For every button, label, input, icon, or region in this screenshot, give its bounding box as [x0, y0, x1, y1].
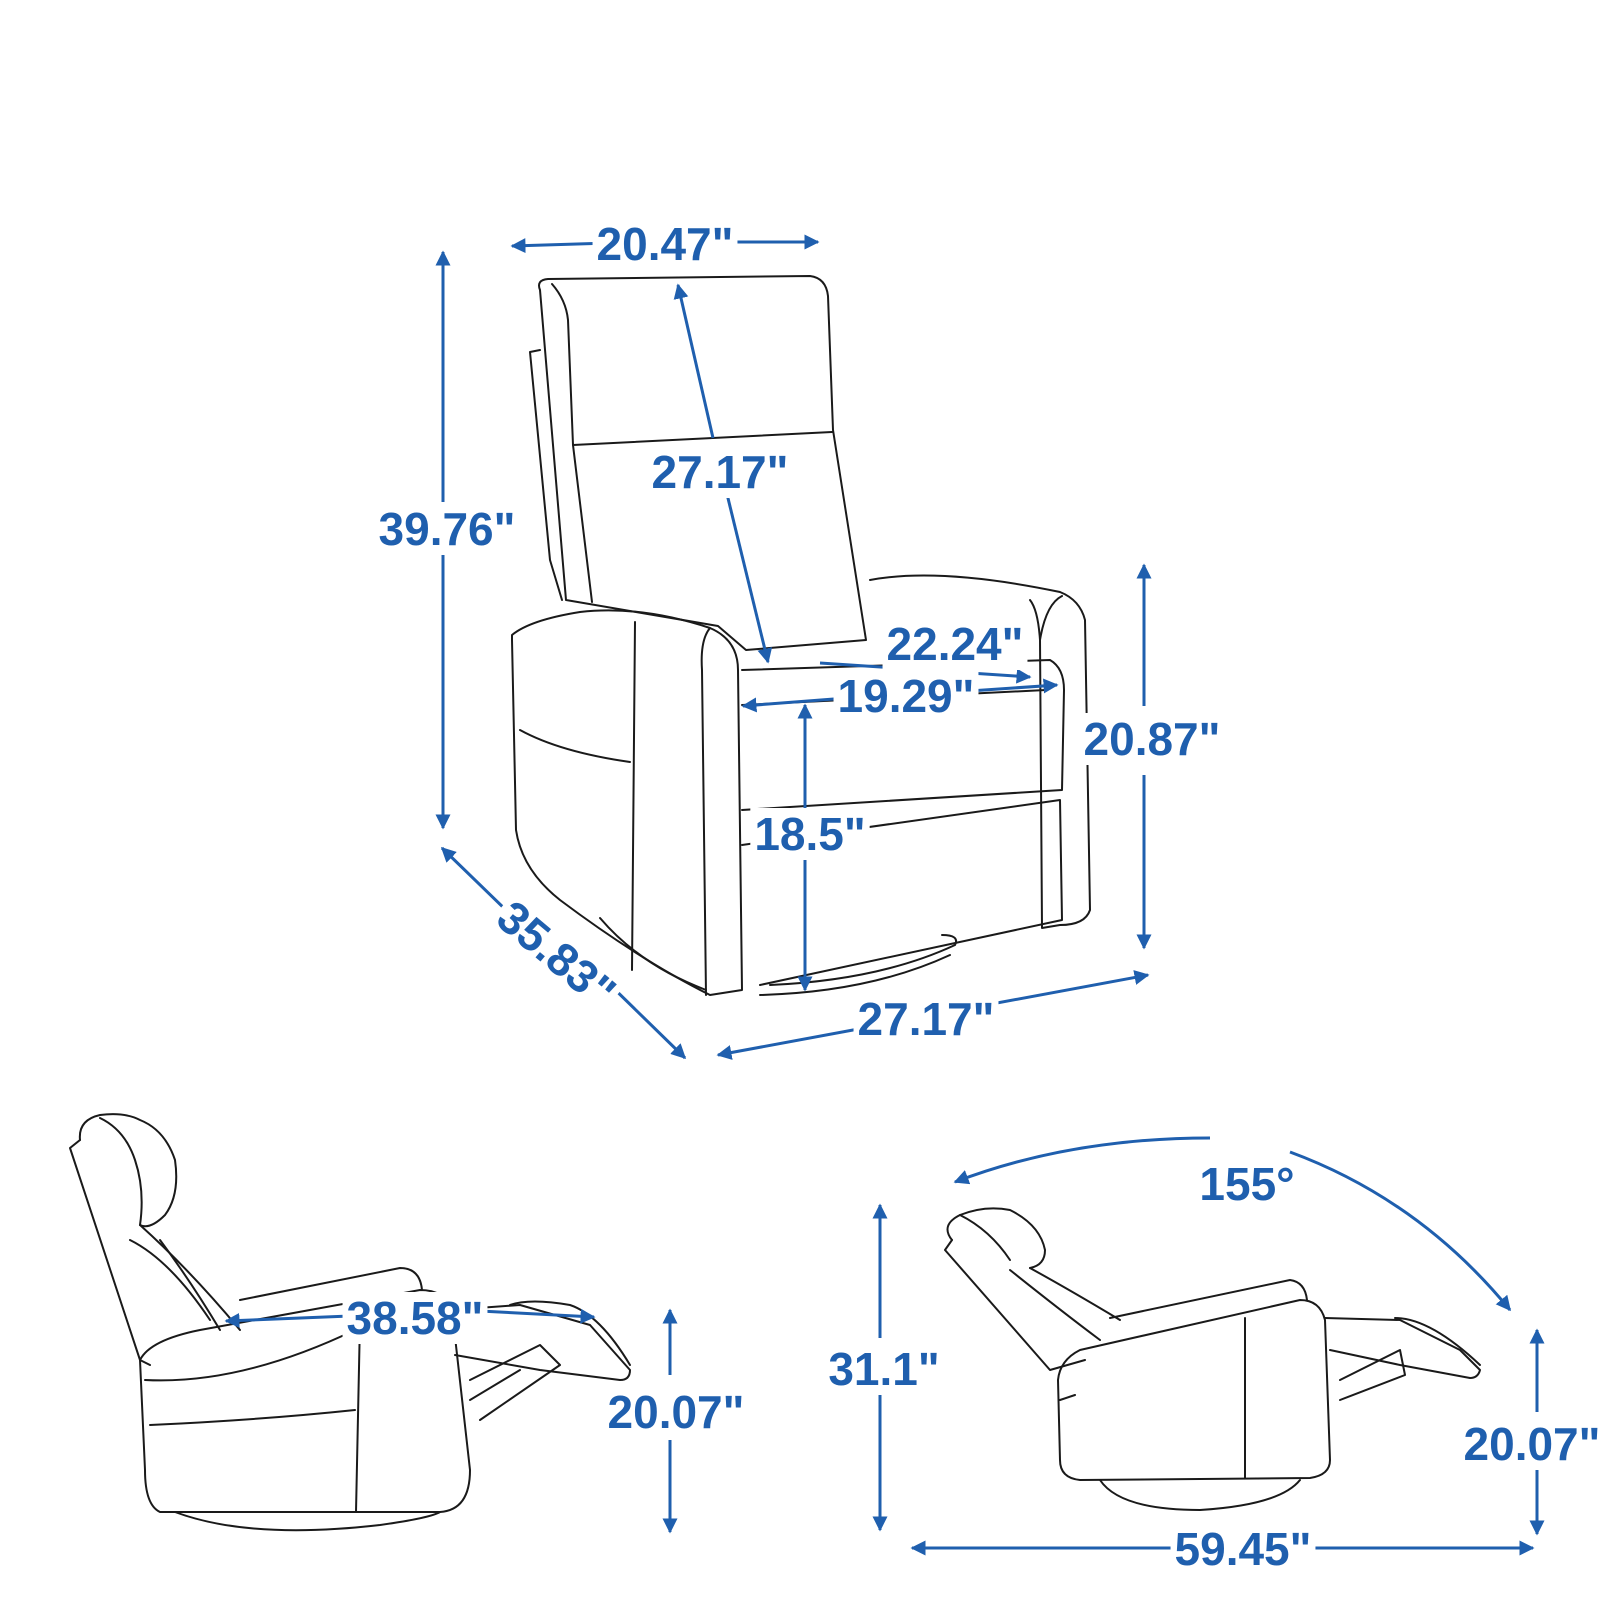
recline-side-chair-outline: [69, 1113, 631, 1532]
label-top-width: 20.47": [597, 218, 734, 270]
label-background: [833, 670, 979, 722]
label-recline-footrest-height: 20.07": [608, 1386, 745, 1438]
label-arm-height: 20.87": [1084, 713, 1221, 765]
label-background: [750, 808, 870, 860]
recline-angle-dimension-lines: [872, 1136, 1545, 1556]
label-backrest-height: 27.17": [652, 446, 789, 498]
label-width: 27.17": [858, 993, 995, 1045]
label-background: [374, 503, 520, 555]
label-background: [1459, 1418, 1600, 1470]
label-depth: 35.83": [487, 890, 625, 1018]
label-recline-angle-footrest-height: 20.07": [1464, 1418, 1600, 1470]
label-background: [1079, 713, 1225, 765]
label-background: [592, 218, 738, 270]
front-dimension-labels: 20.47" 39.76" 27.17" 22.24" 19.29" 20.87…: [374, 218, 1225, 1045]
recline-side-dimension-labels: 38.58" 20.07": [342, 1292, 749, 1438]
label-seat-depth: 22.24": [887, 618, 1024, 670]
label-seat-height: 18.5": [754, 808, 865, 860]
label-recline-angle: 155°: [1199, 1158, 1294, 1210]
recline-angle-chair-outline: [944, 1207, 1481, 1511]
label-total-height: 39.76": [379, 503, 516, 555]
label-background: [882, 618, 1028, 670]
label-background: [603, 1386, 749, 1438]
label-background: [647, 446, 793, 498]
label-background: [853, 993, 999, 1045]
label-recline-height: 31.1": [828, 1343, 939, 1395]
label-background: [1195, 1158, 1299, 1210]
label-seat-width: 19.29": [838, 670, 975, 722]
label-background: [1170, 1523, 1316, 1575]
label-background: [484, 887, 629, 1021]
label-recline-total-length: 59.45": [1175, 1523, 1312, 1575]
label-background: [824, 1343, 944, 1395]
label-recline-length: 38.58": [347, 1292, 484, 1344]
label-background: [342, 1292, 488, 1344]
recline-angle-dimension-labels: 155° 31.1" 20.07" 59.45": [824, 1158, 1600, 1575]
